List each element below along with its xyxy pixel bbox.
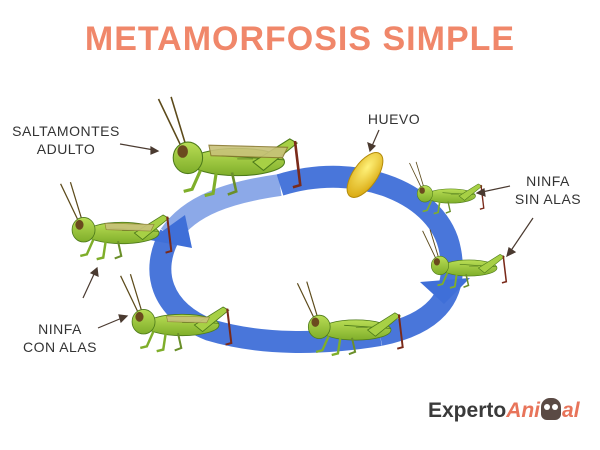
logo-text-part3: al	[562, 399, 580, 422]
label-nymph-wingless: NINFA SIN ALAS	[508, 172, 588, 208]
logo-text-part1: Experto	[428, 399, 506, 422]
owl-logo-icon	[541, 398, 561, 420]
label-nymph-winged: NINFA CON ALAS	[20, 320, 100, 356]
label-egg: HUEVO	[358, 110, 430, 128]
logo-text-part2: Ani	[506, 399, 540, 422]
label-adult: SALTAMONTES ADULTO	[10, 122, 122, 158]
